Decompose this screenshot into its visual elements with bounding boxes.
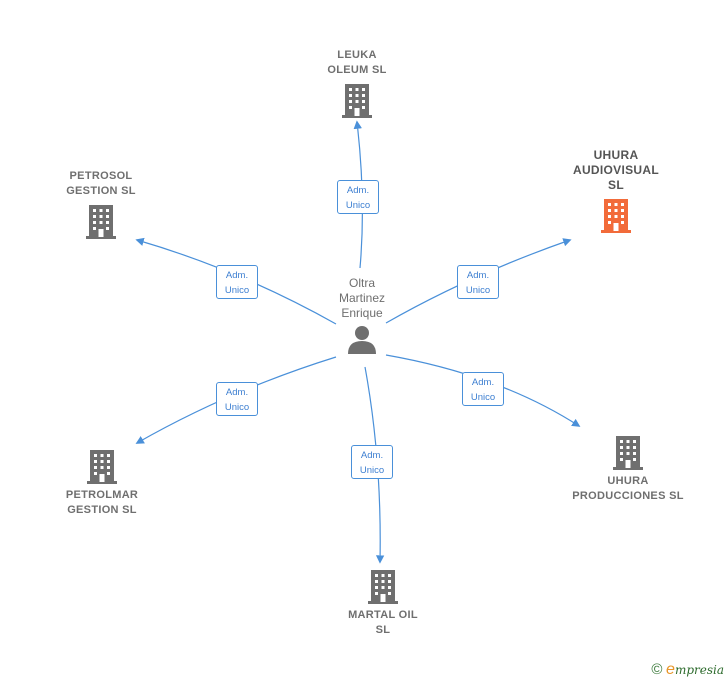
company-name: UHURA AUDIOVISUAL SL <box>573 148 659 192</box>
brand-name: mpresia <box>674 663 724 677</box>
company-node-uhura-producciones[interactable]: UHURA PRODUCCIONES SL <box>563 434 693 504</box>
role-label-uhura-producciones: Adm.Unico <box>462 372 504 406</box>
role-label-martal: Adm.Unico <box>351 445 393 479</box>
footer-brand: © empresia <box>651 661 724 679</box>
company-node-petrolmar[interactable]: PETROLMAR GESTION SL <box>52 448 152 518</box>
company-node-uhura-audiovisual[interactable]: UHURA AUDIOVISUAL SL <box>561 148 671 233</box>
company-node-martal[interactable]: MARTAL OIL SL <box>333 568 433 638</box>
company-name: PETROLMAR GESTION SL <box>65 489 139 516</box>
person-icon <box>348 326 376 354</box>
role-label-petrosol: Adm.Unico <box>216 265 258 299</box>
building-icon <box>368 570 398 604</box>
building-icon <box>613 436 643 470</box>
role-label-uhura-audiovisual: Adm.Unico <box>457 265 499 299</box>
building-icon <box>601 199 631 233</box>
building-icon <box>87 450 117 484</box>
building-icon <box>86 205 116 239</box>
person-name: Oltra Martinez Enrique <box>338 276 385 320</box>
company-node-petrosol[interactable]: PETROSOL GESTION SL <box>51 169 151 239</box>
company-name: LEUKA OLEUM SL <box>327 49 387 76</box>
company-name: MARTAL OIL SL <box>348 609 418 636</box>
brand-initial: e <box>666 661 675 678</box>
copyright-symbol: © <box>651 661 663 678</box>
role-label-leuka: Adm.Unico <box>337 180 379 214</box>
building-icon <box>342 84 372 118</box>
role-label-petrolmar: Adm.Unico <box>216 382 258 416</box>
person-node[interactable]: Oltra Martinez Enrique <box>320 276 404 354</box>
company-name: UHURA PRODUCCIONES SL <box>572 475 684 502</box>
company-name: PETROSOL GESTION SL <box>66 170 136 197</box>
company-node-leuka[interactable]: LEUKA OLEUM SL <box>307 48 407 118</box>
